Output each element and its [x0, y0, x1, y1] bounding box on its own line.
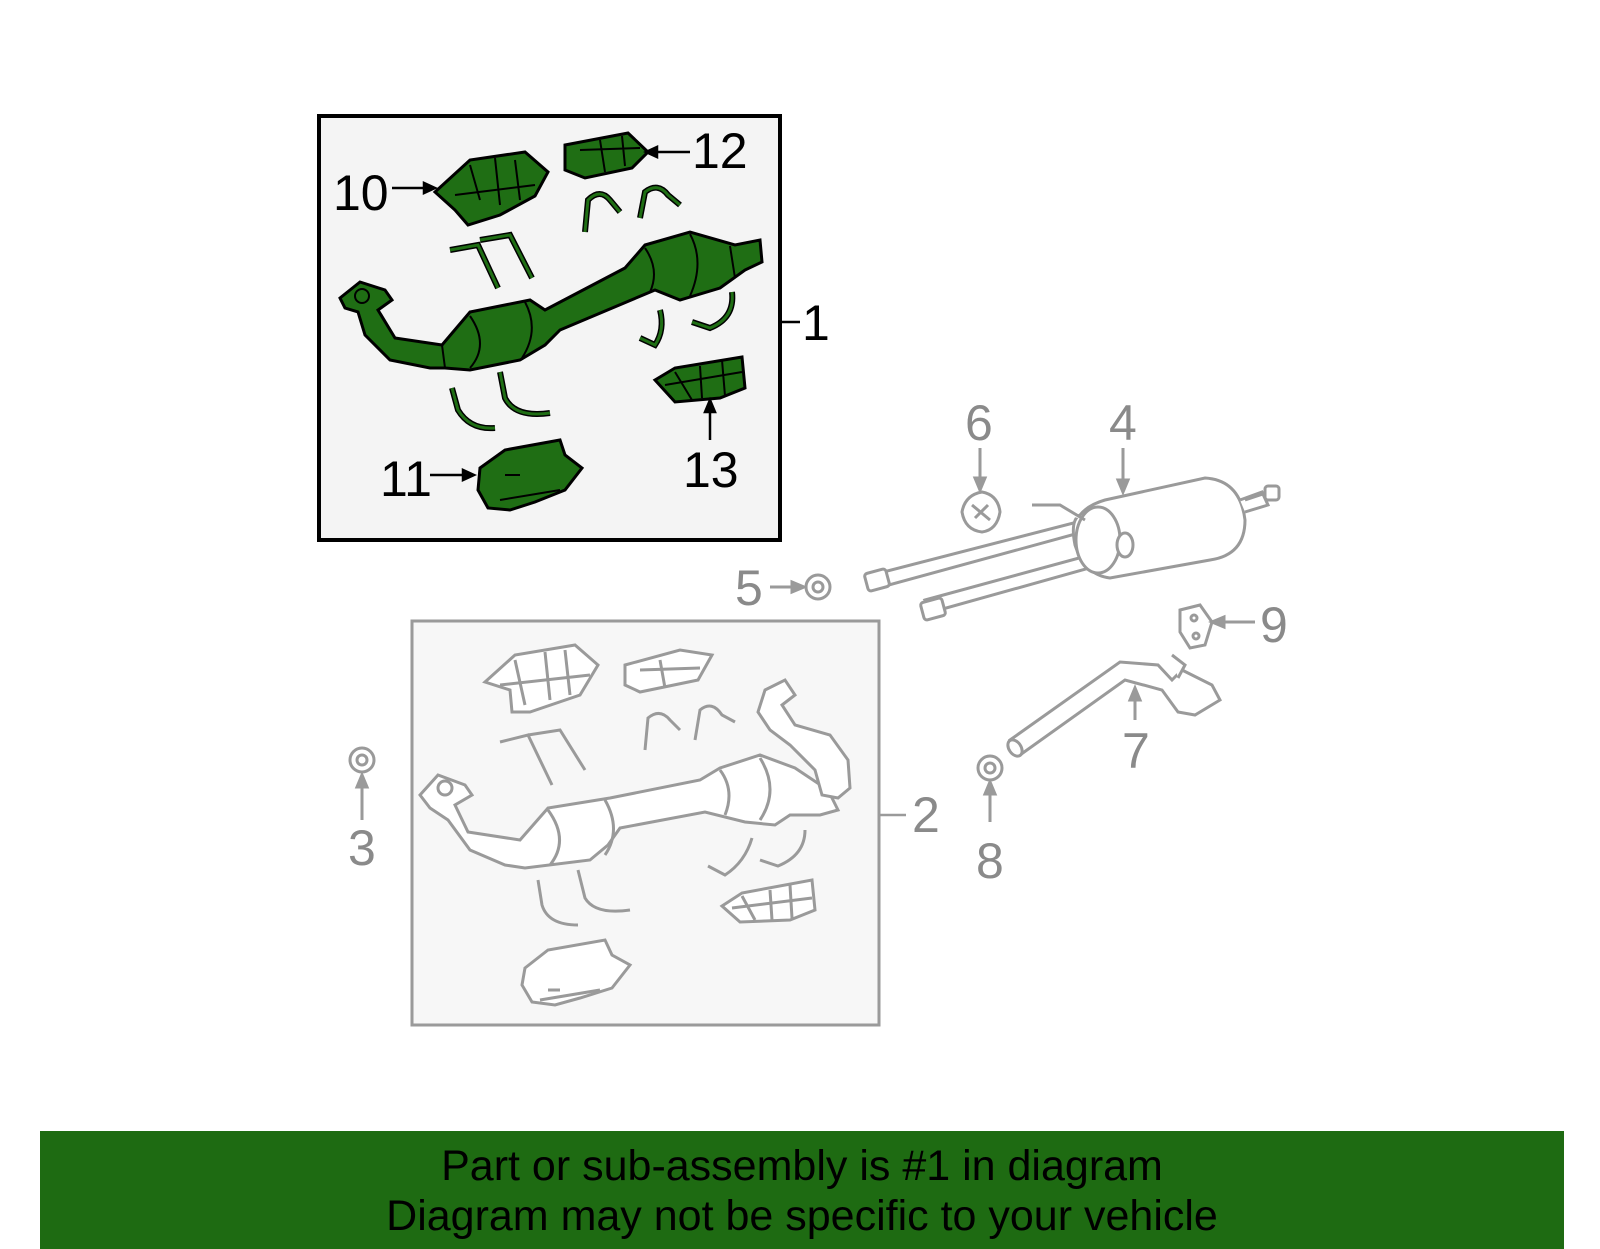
banner-line-1: Part or sub-assembly is #1 in diagram — [441, 1142, 1163, 1190]
callout-leaders-1 — [392, 145, 800, 482]
heat-shield-10[interactable] — [432, 150, 550, 227]
part-3-grommet[interactable] — [348, 746, 376, 820]
callout-4: 4 — [1109, 395, 1137, 451]
heat-shield-11[interactable] — [476, 438, 585, 512]
part-4-muffler[interactable] — [863, 448, 1281, 622]
callout-13: 13 — [683, 442, 739, 498]
callout-2: 2 — [912, 787, 940, 843]
callout-5: 5 — [735, 560, 763, 616]
callout-12: 12 — [692, 123, 748, 179]
banner-line-2: Diagram may not be specific to your vehi… — [386, 1192, 1218, 1240]
callout-1: 1 — [802, 295, 830, 351]
callout-7: 7 — [1122, 723, 1150, 779]
assembly-2-group[interactable] — [410, 619, 881, 1027]
callout-8: 8 — [976, 833, 1004, 889]
heat-shield-12[interactable] — [563, 131, 651, 180]
part-7-tailpipe[interactable] — [1005, 653, 1222, 759]
assembly-1-group[interactable] — [317, 114, 800, 542]
part-8-gasket[interactable] — [976, 754, 1004, 822]
part-5-gasket[interactable] — [770, 573, 832, 601]
part-9-hanger[interactable] — [1178, 603, 1255, 650]
callout-6: 6 — [965, 395, 993, 451]
info-banner: Part or sub-assembly is #1 in diagram Di… — [40, 1131, 1564, 1249]
front-pipe-converter[interactable] — [338, 230, 764, 372]
part-6-hanger[interactable] — [960, 448, 1002, 534]
callout-3: 3 — [348, 820, 376, 876]
callout-11: 11 — [380, 451, 432, 507]
callout-9: 9 — [1260, 597, 1288, 653]
callout-10: 10 — [333, 165, 389, 221]
